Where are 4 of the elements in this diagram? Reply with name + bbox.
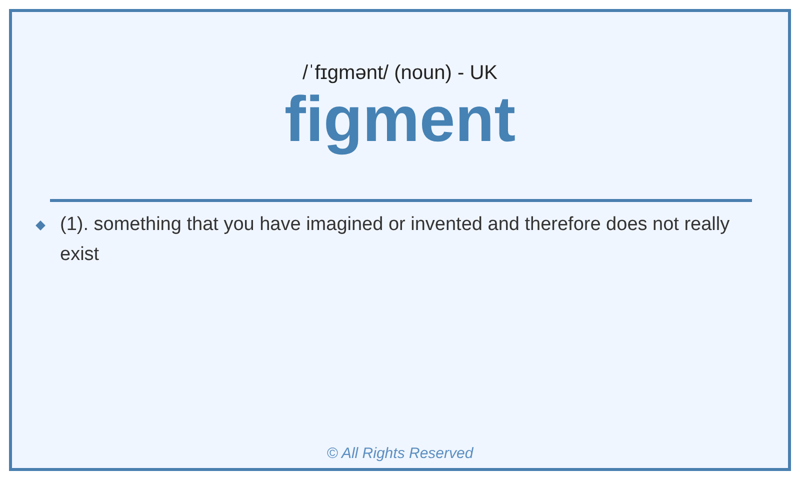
pronunciation: /ˈfɪɡmənt/ (noun) - UK bbox=[302, 62, 498, 85]
definition: (1). something that you have imagined or invented and therefore does not really exist bbox=[60, 213, 731, 267]
copyright-notice: © All Rights Reserved bbox=[326, 445, 474, 462]
headword: figment bbox=[284, 84, 516, 154]
